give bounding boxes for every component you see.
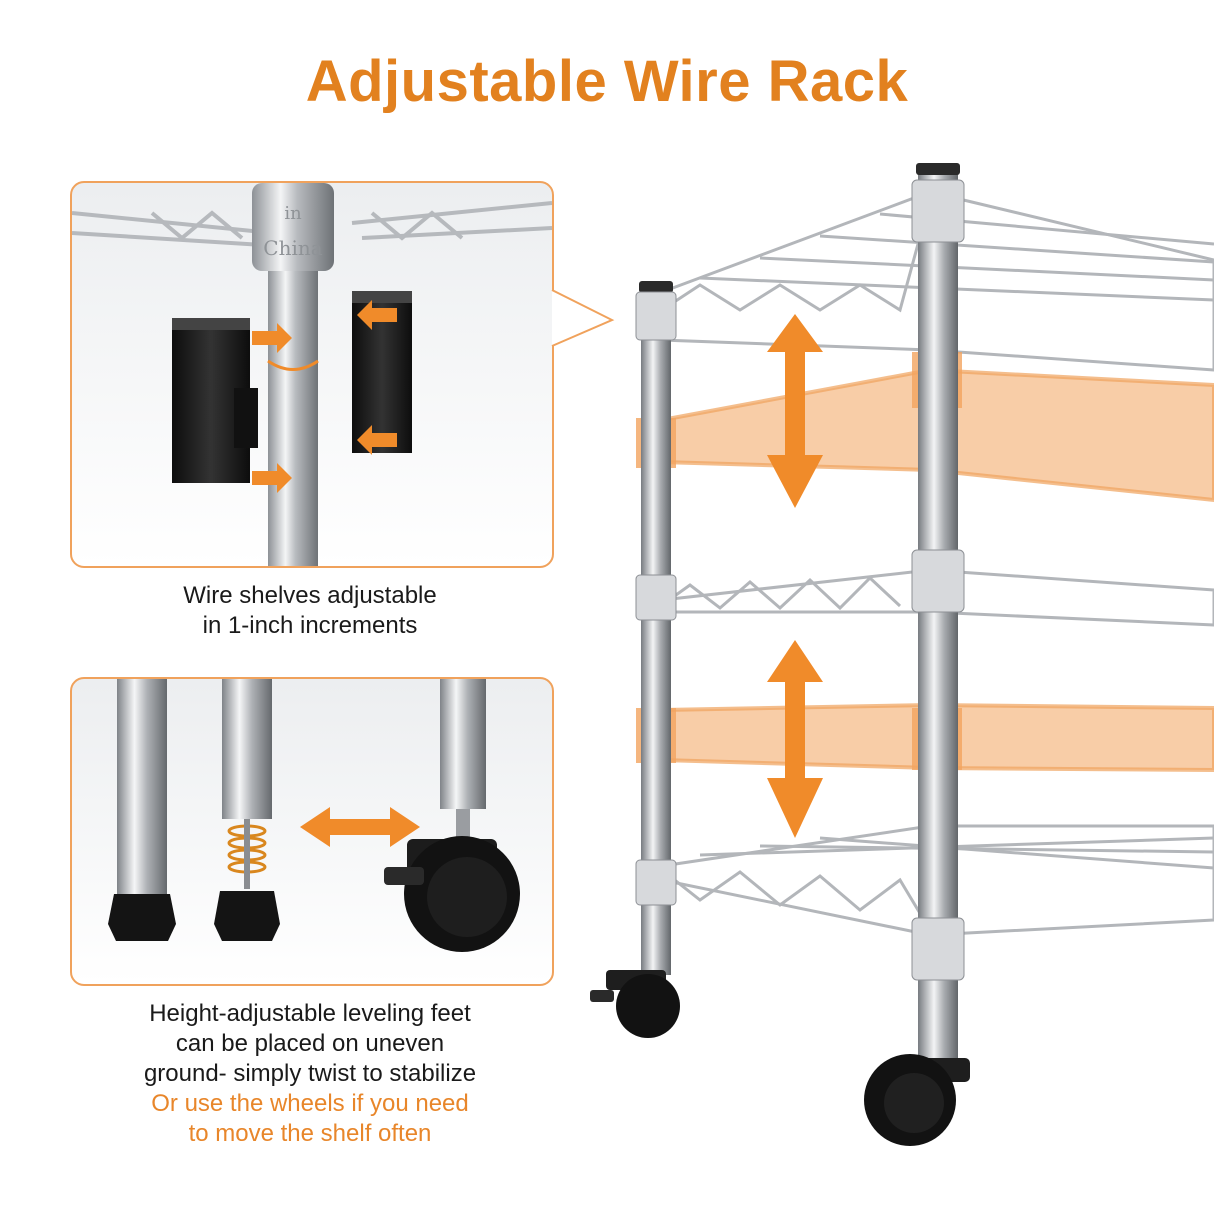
clip-detail-panel: in China bbox=[70, 181, 554, 568]
feet-caption-line-1: Height-adjustable leveling feet bbox=[149, 1000, 471, 1027]
ghost-shelf-lower bbox=[660, 702, 1214, 773]
feet-detail-panel bbox=[70, 677, 554, 986]
clip-detail-illustration: in China bbox=[72, 183, 552, 566]
svg-text:in: in bbox=[284, 203, 302, 224]
clip-caption: Wire shelves adjustable in 1-inch increm… bbox=[60, 581, 560, 641]
leveling-foot-icon bbox=[108, 894, 176, 941]
svg-text:China: China bbox=[263, 236, 322, 260]
up-down-arrow-icon bbox=[767, 314, 823, 508]
clip-caption-line-2: in 1-inch increments bbox=[202, 612, 418, 639]
feet-detail-illustration bbox=[108, 679, 520, 952]
shelf-middle bbox=[660, 568, 1214, 627]
feet-caption: Height-adjustable leveling feet can be p… bbox=[60, 999, 560, 1149]
up-down-arrow-icon bbox=[767, 640, 823, 838]
rack-pole-left bbox=[641, 285, 671, 975]
feet-caption-line-3: ground- simply twist to stabilize bbox=[143, 1060, 477, 1087]
feet-caption-line-2: can be placed on uneven bbox=[175, 1030, 445, 1057]
feet-caption-accent-line-2: to move the shelf often bbox=[188, 1120, 432, 1147]
page-title: Adjustable Wire Rack bbox=[305, 49, 909, 114]
shelf-bottom bbox=[660, 824, 1214, 937]
feet-caption-accent-line-1: Or use the wheels if you need bbox=[151, 1090, 469, 1117]
rack-pole-right bbox=[918, 168, 958, 1058]
caster-wheel-icon bbox=[864, 1054, 970, 1146]
caster-wheel-icon bbox=[590, 970, 680, 1038]
caster-wheel-icon bbox=[384, 836, 520, 952]
left-right-arrow-icon bbox=[300, 807, 420, 847]
ghost-shelf-upper bbox=[660, 367, 1214, 503]
shelf-top bbox=[660, 190, 1214, 372]
clip-caption-line-1: Wire shelves adjustable bbox=[183, 582, 437, 609]
